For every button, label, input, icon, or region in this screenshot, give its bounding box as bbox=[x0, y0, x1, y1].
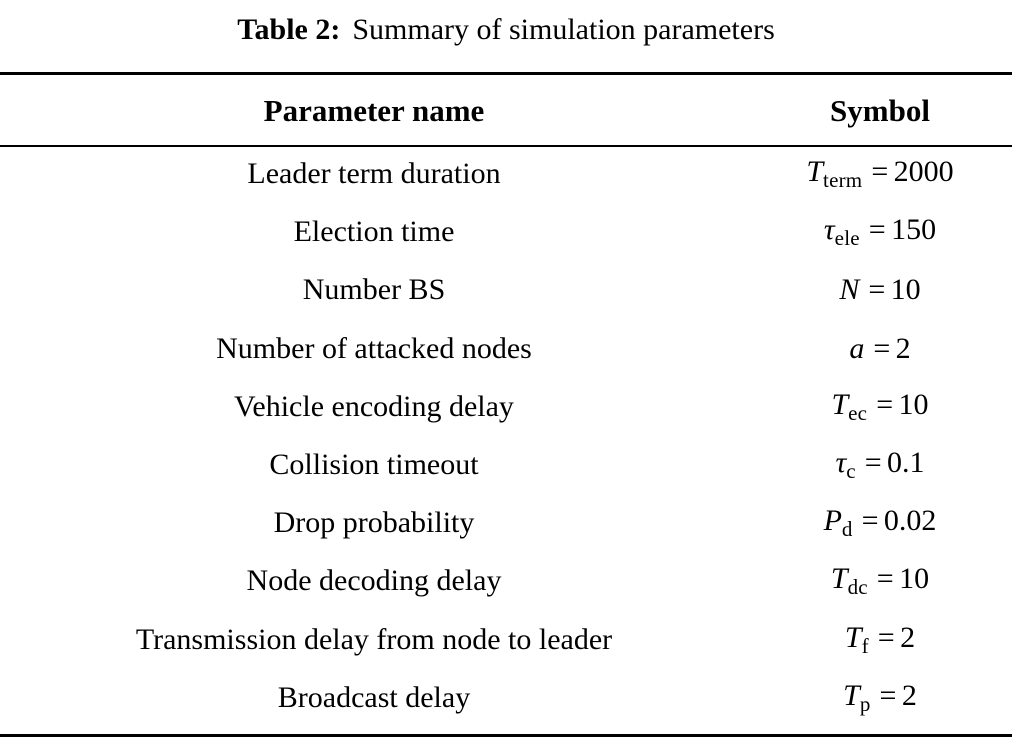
math-expression: Tterm =2000 bbox=[806, 155, 953, 193]
column-header-parameter-name: Parameter name bbox=[263, 92, 485, 128]
cell-symbol: Tp =2 bbox=[748, 679, 1012, 717]
cell-symbol: τc =0.1 bbox=[748, 446, 1012, 484]
caption-label: Table 2: bbox=[237, 12, 341, 46]
math-expression: τc =0.1 bbox=[835, 446, 924, 484]
caption-text: Summary of simulation parameters bbox=[352, 12, 775, 46]
math-equals-sign: = bbox=[868, 273, 886, 307]
math-equals-sign: = bbox=[873, 331, 891, 365]
math-subscript: term bbox=[823, 168, 863, 193]
table-row: Vehicle encoding delay Tec =10 bbox=[0, 378, 1012, 436]
math-expression: Tec =10 bbox=[831, 388, 928, 426]
table-row: Election time τele =150 bbox=[0, 203, 1012, 261]
math-subscript: c bbox=[846, 458, 856, 483]
table-row: Node decoding delay Tdc =10 bbox=[0, 552, 1012, 610]
math-equals-sign: = bbox=[868, 213, 886, 247]
math-variable: N bbox=[839, 273, 860, 307]
math-expression: a=2 bbox=[849, 332, 910, 366]
math-value: 10 bbox=[890, 273, 921, 307]
cell-symbol: Tf =2 bbox=[748, 621, 1012, 659]
math-variable: T bbox=[843, 678, 860, 712]
math-value: 2 bbox=[895, 331, 911, 365]
cell-symbol: N=10 bbox=[748, 273, 1012, 307]
math-equals-sign: = bbox=[876, 387, 894, 421]
table-row: Drop probability Pd =0.02 bbox=[0, 494, 1012, 552]
cell-parameter-name: Leader term duration bbox=[247, 157, 501, 191]
table-body: Parameter name Symbol Leader term durati… bbox=[0, 76, 1012, 727]
math-subscript: p bbox=[859, 691, 871, 716]
math-value: 2000 bbox=[893, 155, 954, 189]
cell-parameter-name: Number BS bbox=[302, 273, 446, 307]
math-equals-sign: = bbox=[877, 620, 895, 654]
cell-parameter-name: Number of attacked nodes bbox=[216, 331, 532, 365]
cell-parameter-name: Transmission delay from node to leader bbox=[135, 622, 613, 656]
cell-parameter-name: Broadcast delay bbox=[277, 680, 471, 714]
math-equals-sign: = bbox=[864, 446, 882, 480]
table-header-rule bbox=[0, 145, 1012, 147]
math-variable: a bbox=[849, 331, 865, 365]
math-expression: Tdc =10 bbox=[831, 562, 929, 600]
table-row: Broadcast delay Tp =2 bbox=[0, 669, 1012, 727]
cell-symbol: Pd =0.02 bbox=[748, 504, 1012, 542]
table-row: Transmission delay from node to leader Tf… bbox=[0, 611, 1012, 669]
cell-symbol: a=2 bbox=[748, 332, 1012, 366]
table-row: Collision timeout τc =0.1 bbox=[0, 436, 1012, 494]
math-subscript: ec bbox=[848, 400, 868, 425]
math-equals-sign: = bbox=[861, 504, 879, 538]
math-variable: T bbox=[831, 387, 849, 421]
math-variable: T bbox=[830, 562, 848, 596]
cell-parameter-name: Drop probability bbox=[273, 506, 475, 540]
math-value: 10 bbox=[899, 562, 930, 596]
cell-symbol: Tec =10 bbox=[748, 388, 1012, 426]
math-expression: Pd =0.02 bbox=[824, 504, 937, 542]
column-header-symbol: Symbol bbox=[830, 92, 930, 128]
math-expression: τele =150 bbox=[824, 213, 936, 251]
cell-symbol: Tterm =2000 bbox=[748, 155, 1012, 193]
math-variable: τ bbox=[823, 213, 835, 247]
math-subscript: ele bbox=[834, 226, 860, 251]
cell-parameter-name: Vehicle encoding delay bbox=[234, 389, 514, 423]
math-value: 10 bbox=[898, 387, 929, 421]
table-row: Leader term duration Tterm =2000 bbox=[0, 145, 1012, 203]
math-expression: Tp =2 bbox=[843, 679, 917, 717]
math-value: 2 bbox=[901, 678, 917, 712]
cell-symbol: τele =150 bbox=[748, 213, 1012, 251]
math-equals-sign: = bbox=[876, 562, 894, 596]
math-variable: T bbox=[806, 155, 824, 189]
math-equals-sign: = bbox=[879, 678, 897, 712]
cell-parameter-name: Election time bbox=[293, 215, 455, 249]
table-row: Number of attacked nodes a=2 bbox=[0, 320, 1012, 378]
math-variable: τ bbox=[835, 446, 847, 480]
math-expression: Tf =2 bbox=[845, 621, 915, 659]
math-subscript: f bbox=[861, 633, 869, 658]
math-equals-sign: = bbox=[871, 155, 889, 189]
table-header-row: Parameter name Symbol bbox=[0, 76, 1012, 145]
math-value: 0.1 bbox=[887, 446, 925, 480]
table-bottom-rule bbox=[0, 734, 1012, 737]
cell-parameter-name: Node decoding delay bbox=[246, 564, 502, 598]
cell-symbol: Tdc =10 bbox=[748, 562, 1012, 600]
math-expression: N=10 bbox=[839, 273, 920, 307]
math-subscript: dc bbox=[847, 575, 868, 600]
table-caption: Table 2: Summary of simulation parameters bbox=[0, 0, 1012, 58]
math-value: 0.02 bbox=[883, 504, 937, 538]
math-value: 2 bbox=[900, 620, 916, 654]
table-row: Number BS N=10 bbox=[0, 261, 1012, 319]
math-variable: P bbox=[823, 504, 842, 538]
math-value: 150 bbox=[891, 213, 937, 247]
math-subscript: d bbox=[841, 517, 853, 542]
cell-parameter-name: Collision timeout bbox=[269, 448, 479, 482]
table-top-rule bbox=[0, 72, 1012, 75]
math-variable: T bbox=[844, 620, 862, 654]
